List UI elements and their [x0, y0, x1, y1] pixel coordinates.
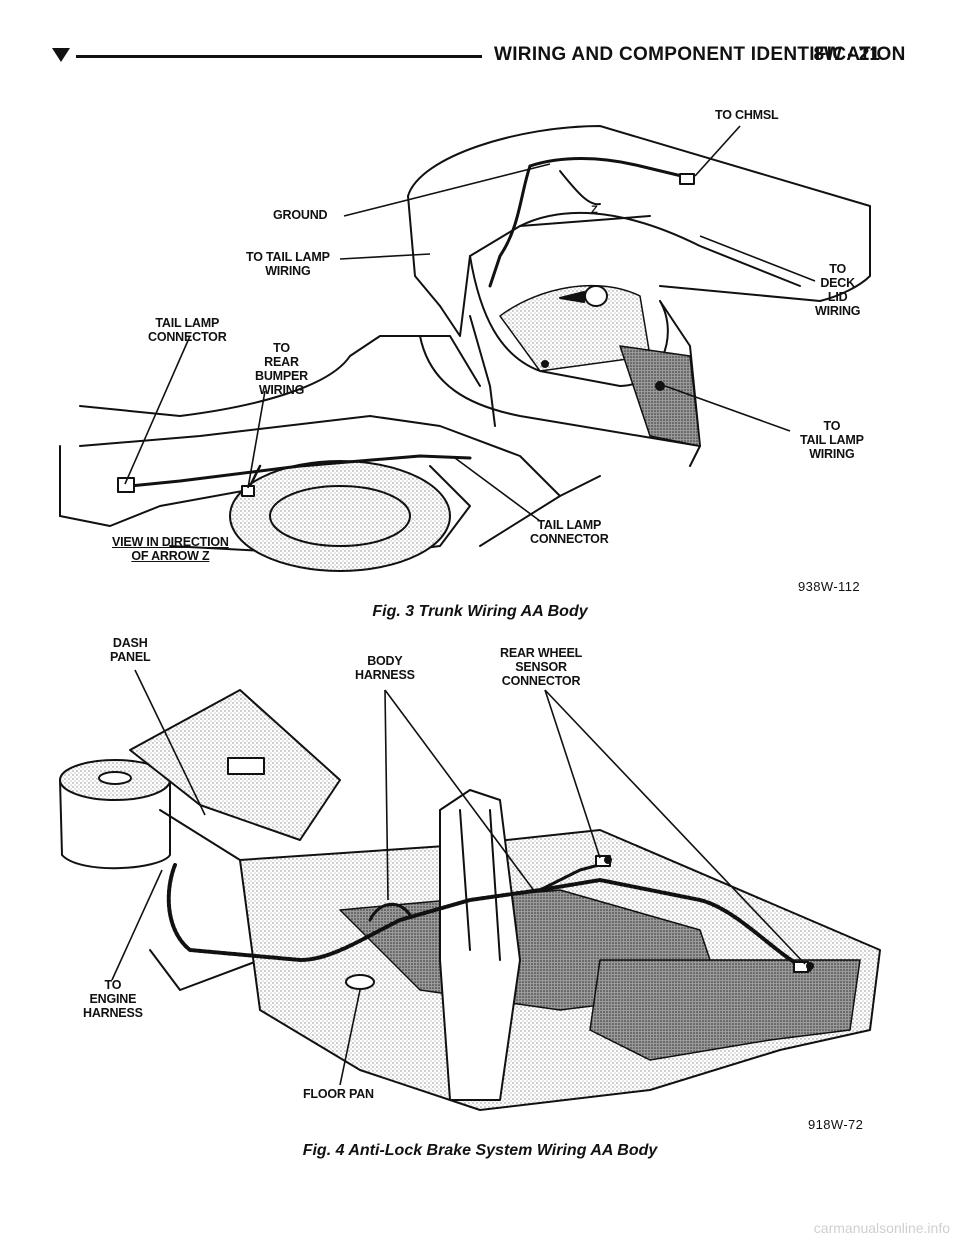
page-number: 8W - 21	[813, 44, 880, 65]
label-arrow-z: Z	[591, 204, 598, 216]
figure-caption: Fig. 4 Anti-Lock Brake System Wiring AA …	[302, 1142, 658, 1159]
label-rear-wheel-sensor-connector: REAR WHEEL SENSOR CONNECTOR	[500, 646, 583, 688]
label-to-rear-bumper-wiring: TO REAR BUMPER WIRING	[255, 341, 308, 397]
page-title: WIRING AND COMPONENT IDENTIFICATION	[494, 44, 906, 65]
label-to-chmsl: TO CHMSL	[715, 108, 779, 122]
page-header: WIRING AND COMPONENT IDENTIFICATION 8W -…	[50, 44, 905, 74]
label-dash-panel: DASH PANEL	[110, 636, 151, 664]
section-marker-icon	[52, 48, 70, 62]
abs-wiring-illustration	[59, 669, 881, 1111]
figure-code: 918W-72	[808, 1117, 864, 1132]
header-rule	[76, 55, 482, 58]
label-body-harness: BODY HARNESS	[355, 654, 415, 682]
label-tail-lamp-connector-left: TAIL LAMP CONNECTOR	[148, 316, 227, 344]
label-view-in-direction: VIEW IN DIRECTION OF ARROW Z	[112, 535, 229, 563]
figure-caption: Fig. 3 Trunk Wiring AA Body	[372, 603, 588, 620]
figure-abs-wiring: DASH PANEL BODY HARNESS REAR WHEEL SENSO…	[0, 630, 960, 1150]
figure-code: 938W-112	[798, 579, 860, 594]
label-to-deck-lid-wiring: TO DECK LID WIRING	[815, 262, 861, 318]
label-to-engine-harness: TO ENGINE HARNESS	[83, 978, 143, 1020]
label-to-tail-lamp-wiring-right: TO TAIL LAMP WIRING	[800, 419, 864, 461]
figure-trunk-wiring: TO CHMSL GROUND TO TAIL LAMP WIRING TO D…	[0, 86, 960, 626]
label-floor-pan: FLOOR PAN	[303, 1087, 374, 1101]
label-to-tail-lamp-wiring-top: TO TAIL LAMP WIRING	[246, 250, 330, 278]
label-tail-lamp-connector-bottom: TAIL LAMP CONNECTOR	[530, 518, 609, 546]
trunk-wiring-illustration	[59, 125, 871, 572]
label-ground: GROUND	[273, 208, 328, 222]
watermark: carmanualsonline.info	[813, 1220, 950, 1236]
